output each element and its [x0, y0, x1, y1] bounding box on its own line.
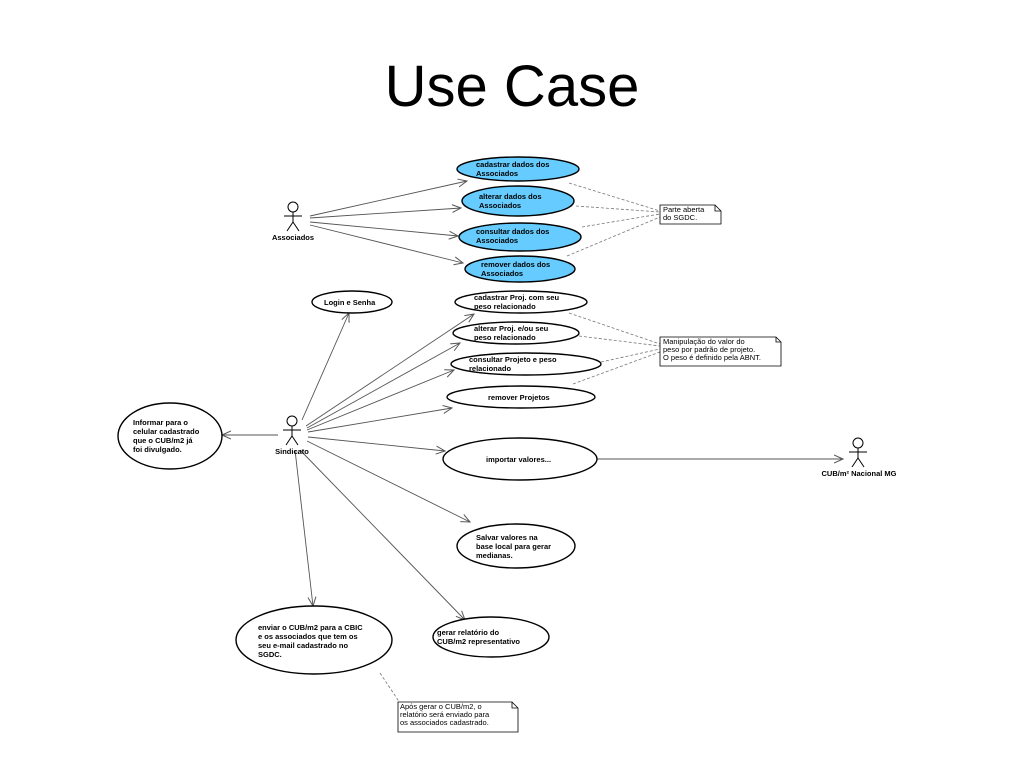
anchor-cadastrar-parte	[568, 182, 661, 212]
assoc-sindicato-gerar	[299, 449, 465, 620]
anchor-enviar-apos	[379, 672, 401, 704]
actor-sindicato	[283, 415, 301, 446]
actor-associados-label: Associados	[272, 233, 314, 242]
use-case-remover-proj: remover Projetos	[446, 385, 596, 409]
actor-head	[852, 437, 864, 449]
svg-text:importar valores...: importar valores...	[486, 455, 551, 464]
assoc-sindicato-enviar	[294, 449, 313, 606]
note-anchors	[379, 182, 661, 704]
actor-cub-nacional-label: CUB/m² Nacional MG	[821, 469, 896, 478]
assoc-associados-alterar	[309, 208, 461, 219]
anchor-alterar-parte	[575, 205, 661, 213]
actor-sindicato-label: Sindicato	[275, 447, 309, 456]
assoc-sindicato-login	[301, 313, 349, 421]
assoc-associados-remover	[309, 224, 463, 263]
actor-head	[286, 415, 298, 427]
svg-text:Login e Senha: Login e Senha	[324, 298, 376, 307]
anchor-consultar-manip	[600, 348, 661, 363]
page-title: Use Case	[384, 54, 640, 119]
actor-head	[287, 201, 299, 213]
svg-text:remover Projetos: remover Projetos	[488, 393, 550, 402]
assoc-sindicato-alterar-proj	[306, 343, 460, 429]
use-case-login: Login e Senha	[311, 290, 393, 314]
assoc-associados-cadastrar	[309, 181, 467, 217]
assoc-sindicato-cadastrar-proj	[305, 314, 474, 427]
actor-cub-nacional	[849, 437, 867, 468]
anchor-alterar-manip	[578, 335, 661, 347]
assoc-sindicato-importar	[307, 436, 445, 451]
anchor-remover-manip	[572, 351, 661, 385]
actor-associados	[284, 201, 302, 232]
anchor-cadastrar-manip	[568, 312, 661, 345]
anchor-remover-parte	[566, 216, 661, 257]
assoc-sindicato-remover-proj	[307, 408, 452, 433]
assoc-associados-consultar	[309, 221, 458, 236]
associations	[222, 181, 843, 620]
assoc-sindicato-salvar	[306, 440, 470, 522]
use-case-importar: importar valores...	[442, 437, 598, 481]
anchor-consultar-parte	[581, 213, 661, 228]
assoc-sindicato-consultar-proj	[306, 370, 454, 431]
